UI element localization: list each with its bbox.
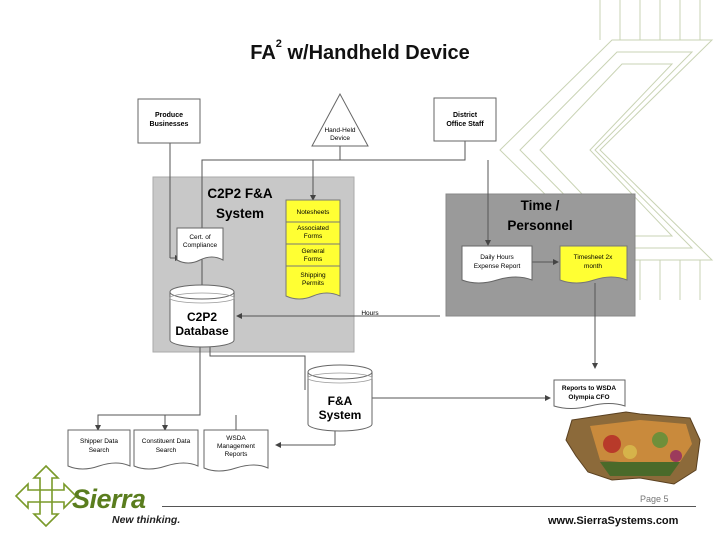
svg-text:System: System <box>319 408 362 422</box>
connectors <box>95 128 598 448</box>
hours-label: Hours <box>361 310 379 317</box>
produce-businesses-box: Produce Businesses <box>137 98 201 144</box>
website-url: www.SierraSystems.com <box>548 515 679 527</box>
daily-hours-document: Daily Hours Expense Report <box>461 245 533 284</box>
c2p2-group-title-line2: System <box>216 206 264 221</box>
svg-text:Produce: Produce <box>155 112 183 119</box>
yellow-forms-stack: Notesheets Associated Forms General Form… <box>285 199 341 300</box>
svg-text:Search: Search <box>156 447 177 454</box>
logo-tagline: New thinking. <box>112 514 181 526</box>
svg-text:F&A: F&A <box>328 394 353 408</box>
svg-text:WSDA: WSDA <box>226 435 246 442</box>
svg-text:Businesses: Businesses <box>150 121 189 128</box>
page-number: Page 5 <box>640 494 669 504</box>
svg-text:Expense Report: Expense Report <box>474 263 521 270</box>
time-group-title-line2: Personnel <box>507 218 572 233</box>
c2p2-group-title-line1: C2P2 F&A <box>207 186 273 201</box>
svg-text:Hand-Held: Hand-Held <box>324 127 355 134</box>
svg-text:Shipping: Shipping <box>300 272 326 279</box>
reports-to-wsda-document: Reports to WSDA Olympia CFO <box>553 379 626 409</box>
page-title: FA2 w/Handheld Device <box>250 38 470 64</box>
svg-text:Cert. of: Cert. of <box>189 234 211 241</box>
sierra-logo-icon <box>14 464 78 528</box>
svg-text:Compliance: Compliance <box>183 242 218 249</box>
svg-text:month: month <box>584 263 602 270</box>
time-group-title-line1: Time / <box>521 198 560 213</box>
svg-text:General: General <box>301 248 325 255</box>
svg-text:Search: Search <box>89 447 110 454</box>
svg-text:Notesheets: Notesheets <box>297 209 331 216</box>
c2p2-database-cylinder: C2P2 Database <box>169 284 235 348</box>
svg-text:Constituent Data: Constituent Data <box>142 438 191 445</box>
svg-text:Reports to WSDA: Reports to WSDA <box>562 385 616 392</box>
timesheet-document: Timesheet 2x month <box>559 245 628 284</box>
wsda-management-reports-document: WSDA Management Reports <box>203 429 269 472</box>
svg-text:Permits: Permits <box>302 280 325 287</box>
cert-of-compliance-document: Cert. of Compliance <box>176 227 224 264</box>
washington-state-collage-image <box>565 411 701 485</box>
svg-text:Timesheet 2x: Timesheet 2x <box>574 254 614 261</box>
svg-text:Database: Database <box>175 324 229 338</box>
sierra-logo-word: Sierra <box>72 484 146 514</box>
svg-text:Olympia CFO: Olympia CFO <box>568 394 609 401</box>
svg-text:Associated: Associated <box>297 225 329 232</box>
shipper-data-search-document: Shipper Data Search <box>67 429 131 470</box>
svg-text:Device: Device <box>330 135 350 142</box>
footer-rule <box>162 506 696 507</box>
svg-text:Daily Hours: Daily Hours <box>480 254 514 261</box>
svg-text:C2P2: C2P2 <box>187 310 217 324</box>
svg-text:Management: Management <box>217 443 255 450</box>
svg-text:Reports: Reports <box>225 451 249 458</box>
fa-system-cylinder: F&A System <box>307 364 373 432</box>
svg-text:Forms: Forms <box>304 233 323 240</box>
svg-text:Office Staff: Office Staff <box>446 121 484 128</box>
constituent-data-search-document: Constituent Data Search <box>133 429 199 470</box>
svg-text:Forms: Forms <box>304 256 323 263</box>
handheld-device-triangle: Hand-Held Device <box>311 92 369 147</box>
svg-text:District: District <box>453 112 478 119</box>
svg-text:Shipper Data: Shipper Data <box>80 438 118 445</box>
district-office-box: District Office Staff <box>433 97 497 142</box>
